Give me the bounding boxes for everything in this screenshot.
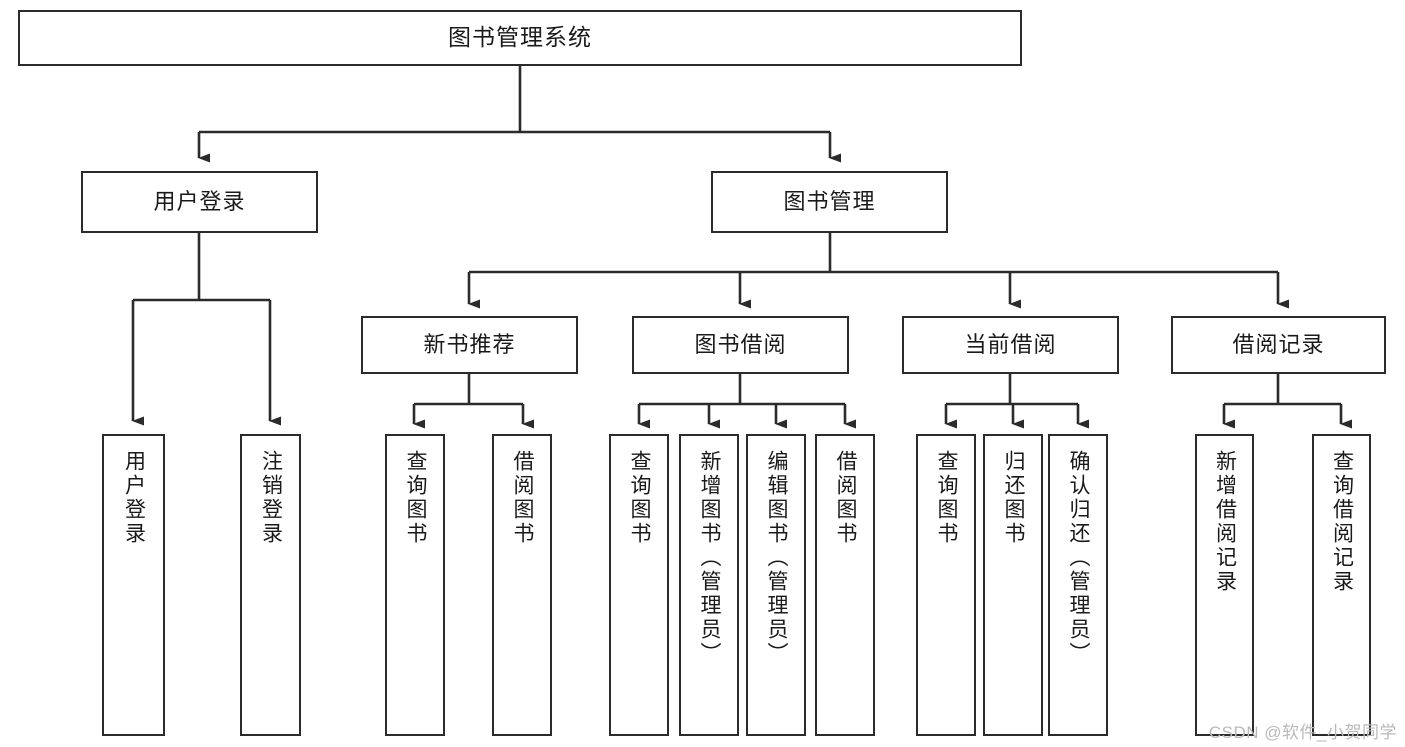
leaf-label: 查询图书 [935,450,959,546]
leaf-label: 借阅图书 [511,450,535,546]
leaf-current-borrow-return[interactable]: 归还图书 [983,434,1043,736]
leaf-label: 确认归还（管理员） [1067,450,1091,666]
node-borrow-record[interactable]: 借阅记录 [1171,316,1386,374]
leaf-book-borrow-query[interactable]: 查询图书 [609,434,669,736]
leaf-label: 注销登录 [259,450,283,546]
leaf-user-login-login[interactable]: 用户登录 [102,434,165,736]
leaf-current-borrow-confirm[interactable]: 确认归还（管理员） [1048,434,1108,736]
node-user-login[interactable]: 用户登录 [81,171,318,233]
leaf-label: 借阅图书 [834,450,858,546]
leaf-user-login-logout[interactable]: 注销登录 [240,434,301,736]
leaf-borrow-record-query[interactable]: 查询借阅记录 [1312,434,1371,736]
leaf-label: 新增图书（管理员） [698,450,722,666]
node-new-book-recommend[interactable]: 新书推荐 [361,316,578,374]
leaf-label: 查询图书 [404,450,428,546]
leaf-label: 查询借阅记录 [1330,450,1354,594]
leaf-label: 编辑图书（管理员） [765,450,789,666]
node-book-management[interactable]: 图书管理 [711,171,948,233]
leaf-new-book-query[interactable]: 查询图书 [385,434,445,736]
leaf-label: 查询图书 [628,450,652,546]
node-root-system[interactable]: 图书管理系统 [18,10,1022,66]
leaf-label: 新增借阅记录 [1213,450,1237,594]
csdn-watermark: CSDN @软件_小贺同学 [1208,723,1397,742]
leaf-label: 归还图书 [1002,450,1026,546]
leaf-book-borrow-edit[interactable]: 编辑图书（管理员） [746,434,806,736]
leaf-borrow-record-add[interactable]: 新增借阅记录 [1195,434,1254,736]
node-book-borrow[interactable]: 图书借阅 [632,316,849,374]
leaf-new-book-borrow[interactable]: 借阅图书 [492,434,552,736]
leaf-current-borrow-query[interactable]: 查询图书 [916,434,976,736]
node-current-borrow[interactable]: 当前借阅 [902,316,1119,374]
leaf-book-borrow-add[interactable]: 新增图书（管理员） [679,434,739,736]
leaf-book-borrow-borrow[interactable]: 借阅图书 [815,434,875,736]
leaf-label: 用户登录 [122,450,146,546]
